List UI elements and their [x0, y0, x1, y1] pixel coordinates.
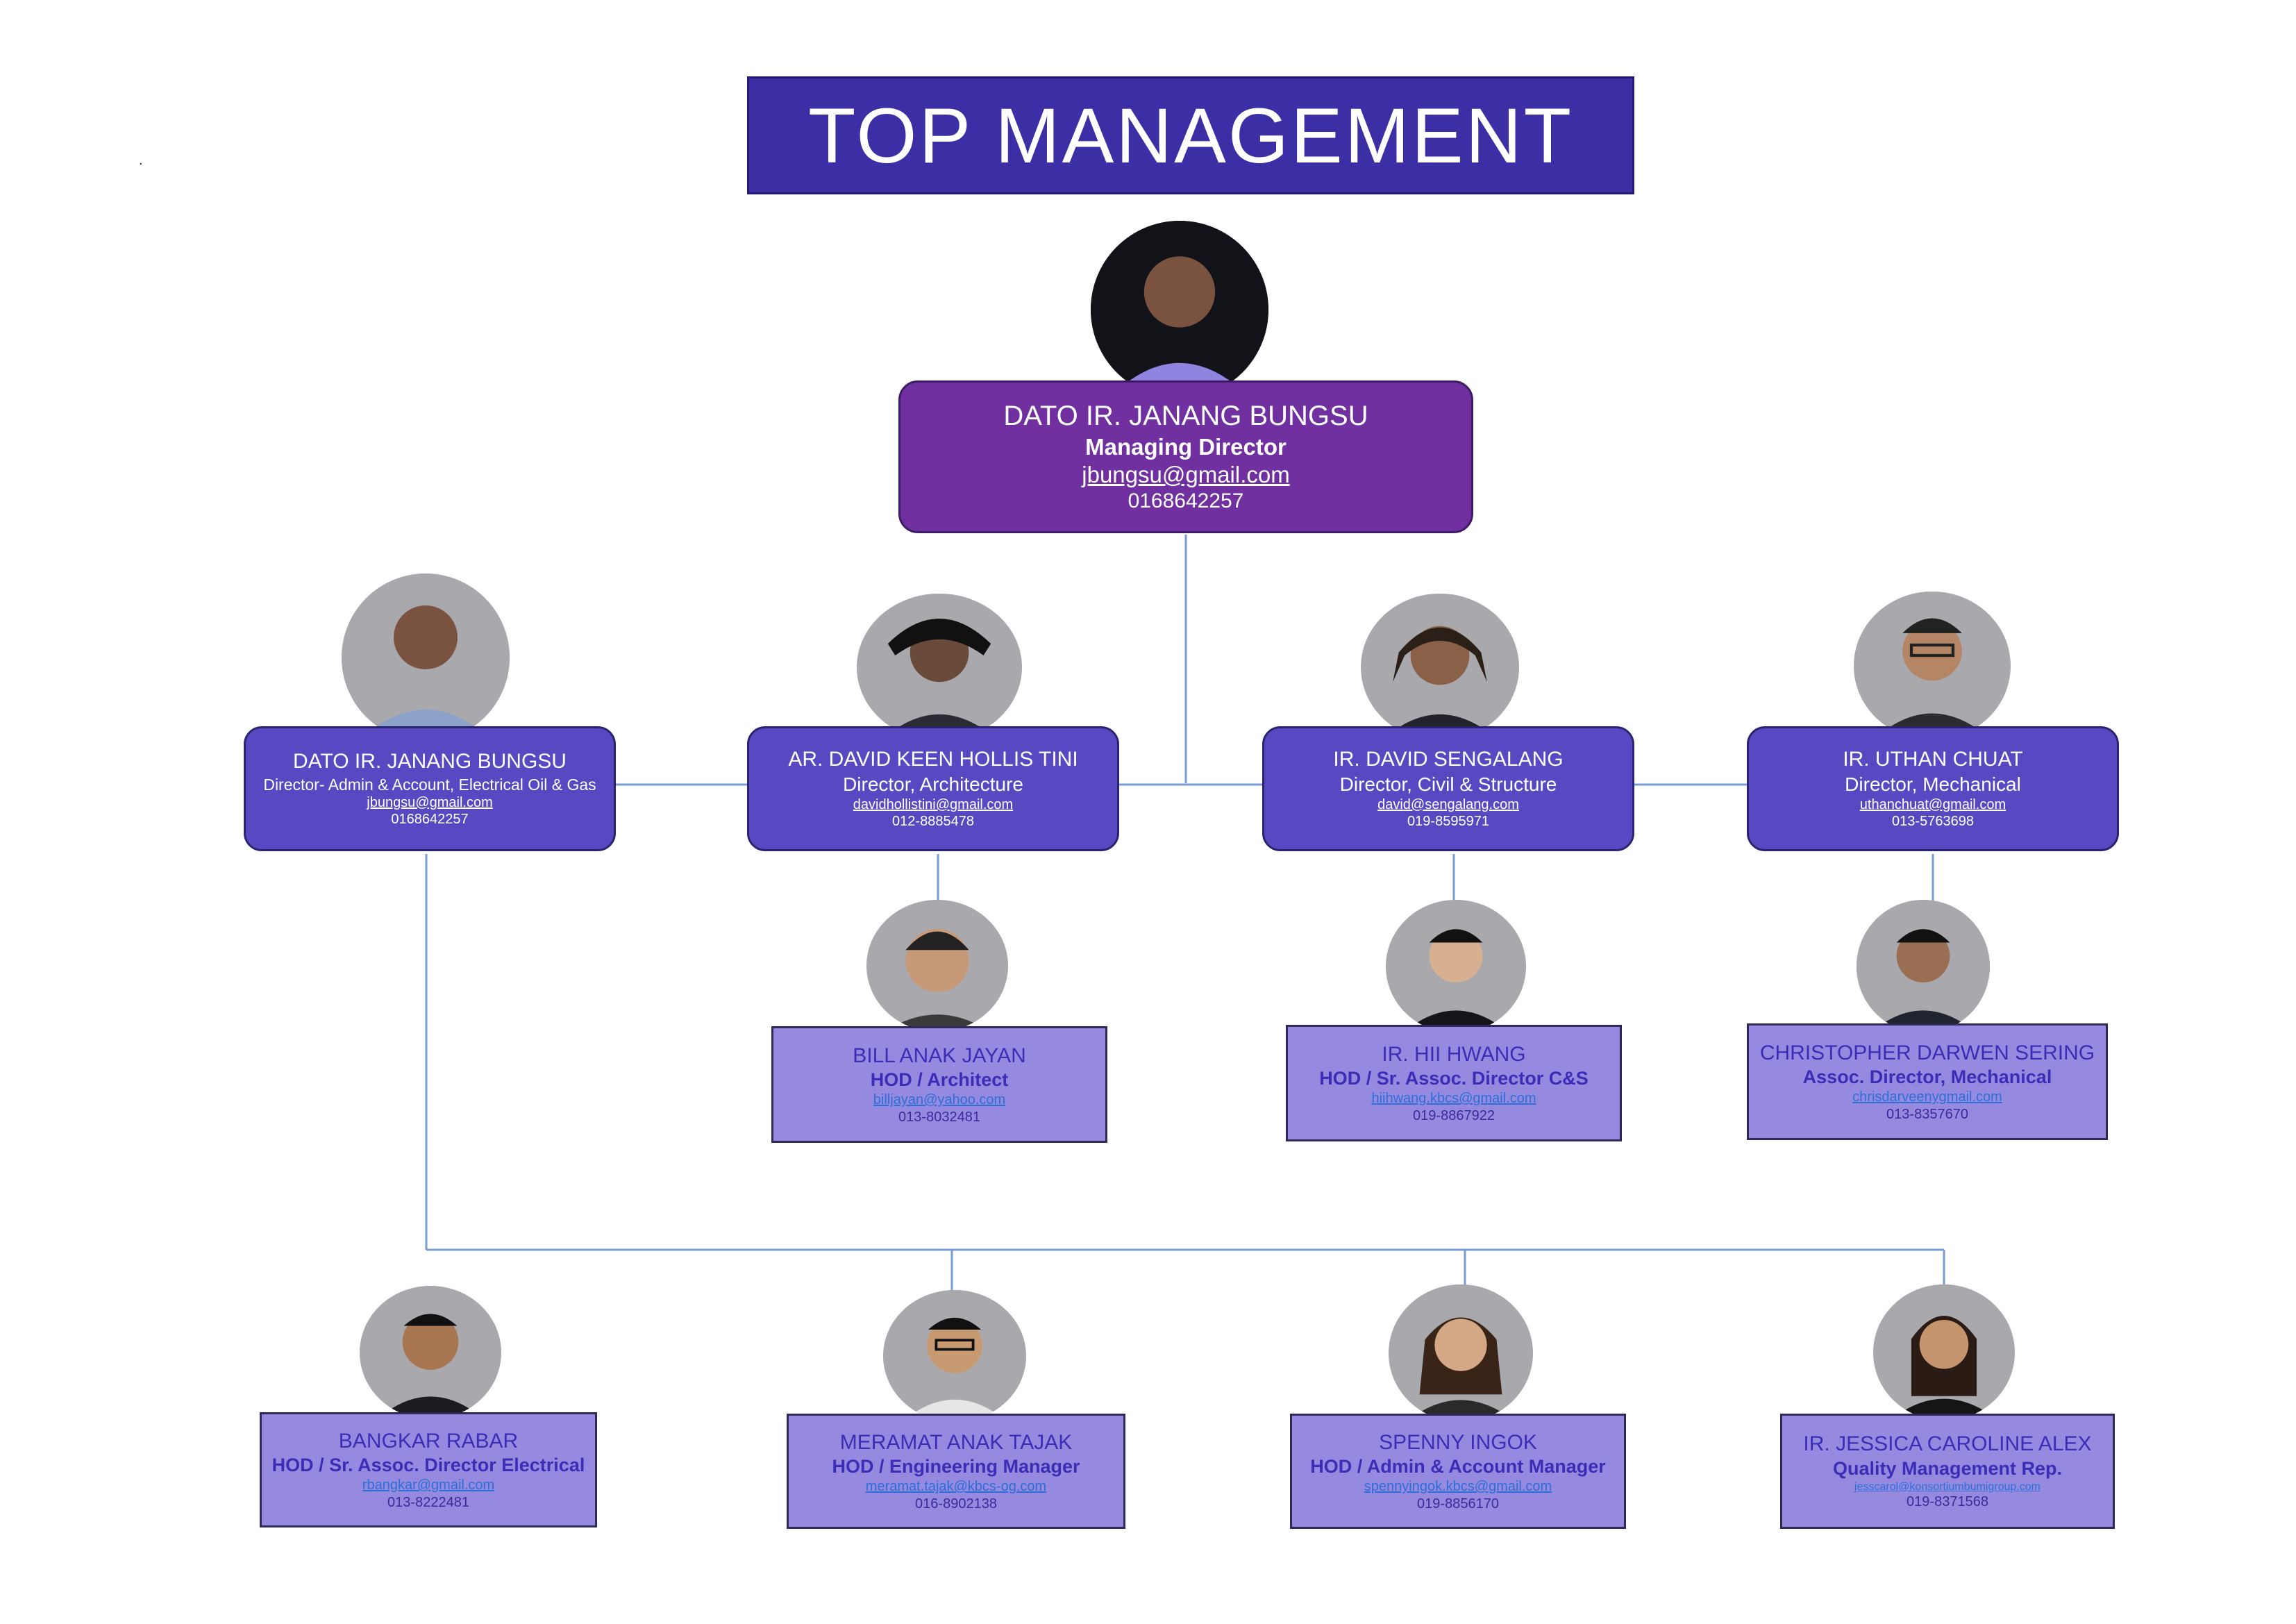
head-3-title: Assoc. Director, Mechanical	[1802, 1066, 2052, 1088]
head-1-email-link[interactable]: billjayan@yahoo.com	[873, 1092, 1006, 1108]
stray-dot: .	[139, 153, 143, 168]
director-4-email-link[interactable]: uthanchuat@gmail.com	[1859, 796, 2006, 812]
md-email-link[interactable]: jbungsu@gmail.com	[1082, 462, 1290, 488]
person-photo-icon	[889, 1290, 1021, 1422]
head-7-email-link[interactable]: jesscarol@konsortiumbumigroup.com	[1854, 1480, 2041, 1493]
director-card-3: IR. DAVID SENGALANG Director, Civil & St…	[1262, 726, 1634, 851]
director-card-1: DATO IR. JANANG BUNGSU Director- Admin &…	[244, 726, 616, 851]
head-2-title: HOD / Sr. Assoc. Director C&S	[1319, 1068, 1589, 1089]
page-title-banner: TOP MANAGEMENT	[747, 76, 1634, 194]
md-title: Managing Director	[1085, 433, 1287, 460]
head-3-phone: 013-8357670	[1886, 1106, 1968, 1122]
head-1-photo	[866, 900, 1008, 1032]
person-photo-icon	[871, 900, 1003, 1032]
head-4-photo	[360, 1286, 501, 1419]
head-7-title: Quality Management Rep.	[1832, 1457, 2063, 1479]
director-2-name: AR. DAVID KEEN HOLLIS TINI	[788, 748, 1078, 771]
head-3-photo	[1857, 900, 1990, 1033]
head-7-photo	[1873, 1284, 2015, 1421]
head-5-phone: 016-8902138	[915, 1496, 997, 1512]
head-6-title: HOD / Admin & Account Manager	[1310, 1456, 1606, 1477]
head-1-title: HOD / Architect	[870, 1069, 1009, 1091]
head-2-phone: 019-8867922	[1413, 1107, 1495, 1123]
director-2-title: Director, Architecture	[843, 773, 1023, 795]
person-photo-icon	[342, 574, 510, 742]
director-4-title: Director, Mechanical	[1845, 773, 2021, 795]
head-4-email-link[interactable]: rbangkar@gmail.com	[362, 1477, 495, 1493]
person-photo-icon	[1876, 1284, 2012, 1421]
person-photo-icon	[866, 594, 1013, 741]
head-7-phone: 019-8371568	[1907, 1494, 1988, 1510]
director-4-photo	[1854, 592, 2011, 740]
managing-director-card: DATO IR. JANANG BUNGSU Managing Director…	[898, 380, 1473, 533]
head-card-electrical: BANGKAR RABAR HOD / Sr. Assoc. Director …	[260, 1412, 597, 1527]
person-photo-icon	[1091, 221, 1268, 399]
person-photo-icon	[364, 1286, 497, 1419]
director-3-email-link[interactable]: david@sengalang.com	[1377, 796, 1519, 812]
director-3-phone: 019-8595971	[1407, 814, 1489, 830]
head-4-phone: 013-8222481	[387, 1494, 469, 1510]
head-5-name: MERAMAT ANAK TAJAK	[839, 1430, 1073, 1454]
head-card-architecture: BILL ANAK JAYAN HOD / Architect billjaya…	[771, 1026, 1107, 1143]
director-3-photo	[1361, 594, 1519, 741]
person-photo-icon	[1857, 900, 1990, 1033]
md-phone: 0168642257	[1128, 489, 1244, 513]
head-1-name: BILL ANAK JAYAN	[853, 1044, 1026, 1067]
director-4-name: IR. UTHAN CHUAT	[1843, 748, 2023, 771]
head-6-name: SPENNY INGOK	[1379, 1430, 1537, 1454]
head-3-email-link[interactable]: chrisdarveenygmail.com	[1852, 1089, 2002, 1105]
director-1-title: Director- Admin & Account, Electrical Oi…	[263, 775, 596, 794]
person-photo-icon	[1392, 1284, 1530, 1422]
head-6-phone: 019-8856170	[1417, 1496, 1499, 1512]
head-4-title: HOD / Sr. Assoc. Director Electrical	[271, 1455, 585, 1476]
director-2-email-link[interactable]: davidhollistini@gmail.com	[853, 796, 1014, 812]
page-title: TOP MANAGEMENT	[807, 92, 1573, 179]
head-card-civil: IR. HII HWANG HOD / Sr. Assoc. Director …	[1286, 1025, 1622, 1141]
head-5-title: HOD / Engineering Manager	[832, 1456, 1080, 1477]
head-2-photo	[1386, 900, 1526, 1033]
head-5-photo	[883, 1290, 1026, 1422]
director-card-2: AR. DAVID KEEN HOLLIS TINI Director, Arc…	[747, 726, 1119, 851]
head-2-email-link[interactable]: hiihwang.kbcs@gmail.com	[1371, 1091, 1536, 1107]
director-card-4: IR. UTHAN CHUAT Director, Mechanical uth…	[1747, 726, 2119, 851]
head-2-name: IR. HII HWANG	[1382, 1042, 1526, 1066]
director-2-photo	[857, 594, 1022, 741]
director-1-phone: 0168642257	[391, 812, 469, 828]
head-7-name: IR. JESSICA CAROLINE ALEX	[1803, 1432, 2092, 1456]
director-3-name: IR. DAVID SENGALANG	[1333, 748, 1564, 771]
director-1-email-link[interactable]: jbungsu@gmail.com	[367, 794, 493, 810]
head-4-name: BANGKAR RABAR	[338, 1429, 519, 1453]
director-2-phone: 012-8885478	[892, 814, 974, 830]
md-photo	[1091, 221, 1268, 399]
person-photo-icon	[1366, 594, 1514, 741]
head-6-email-link[interactable]: spennyingok.kbcs@gmail.com	[1364, 1479, 1552, 1495]
director-1-photo	[342, 574, 510, 742]
director-4-phone: 013-5763698	[1892, 814, 1974, 830]
head-1-phone: 013-8032481	[898, 1109, 980, 1125]
head-6-photo	[1389, 1284, 1533, 1422]
director-1-name: DATO IR. JANANG BUNGSU	[293, 750, 567, 773]
head-card-quality: IR. JESSICA CAROLINE ALEX Quality Manage…	[1780, 1414, 2115, 1529]
head-card-engineering: MERAMAT ANAK TAJAK HOD / Engineering Man…	[787, 1414, 1125, 1529]
head-5-email-link[interactable]: meramat.tajak@kbcs-og.com	[865, 1479, 1047, 1495]
md-name: DATO IR. JANANG BUNGSU	[1003, 401, 1368, 432]
person-photo-icon	[1389, 900, 1523, 1033]
director-3-title: Director, Civil & Structure	[1339, 773, 1557, 795]
person-photo-icon	[1858, 592, 2006, 740]
head-card-admin: SPENNY INGOK HOD / Admin & Account Manag…	[1290, 1414, 1626, 1529]
head-card-mechanical: CHRISTOPHER DARWEN SERING Assoc. Directo…	[1747, 1023, 2108, 1140]
head-3-name: CHRISTOPHER DARWEN SERING	[1759, 1041, 2095, 1064]
